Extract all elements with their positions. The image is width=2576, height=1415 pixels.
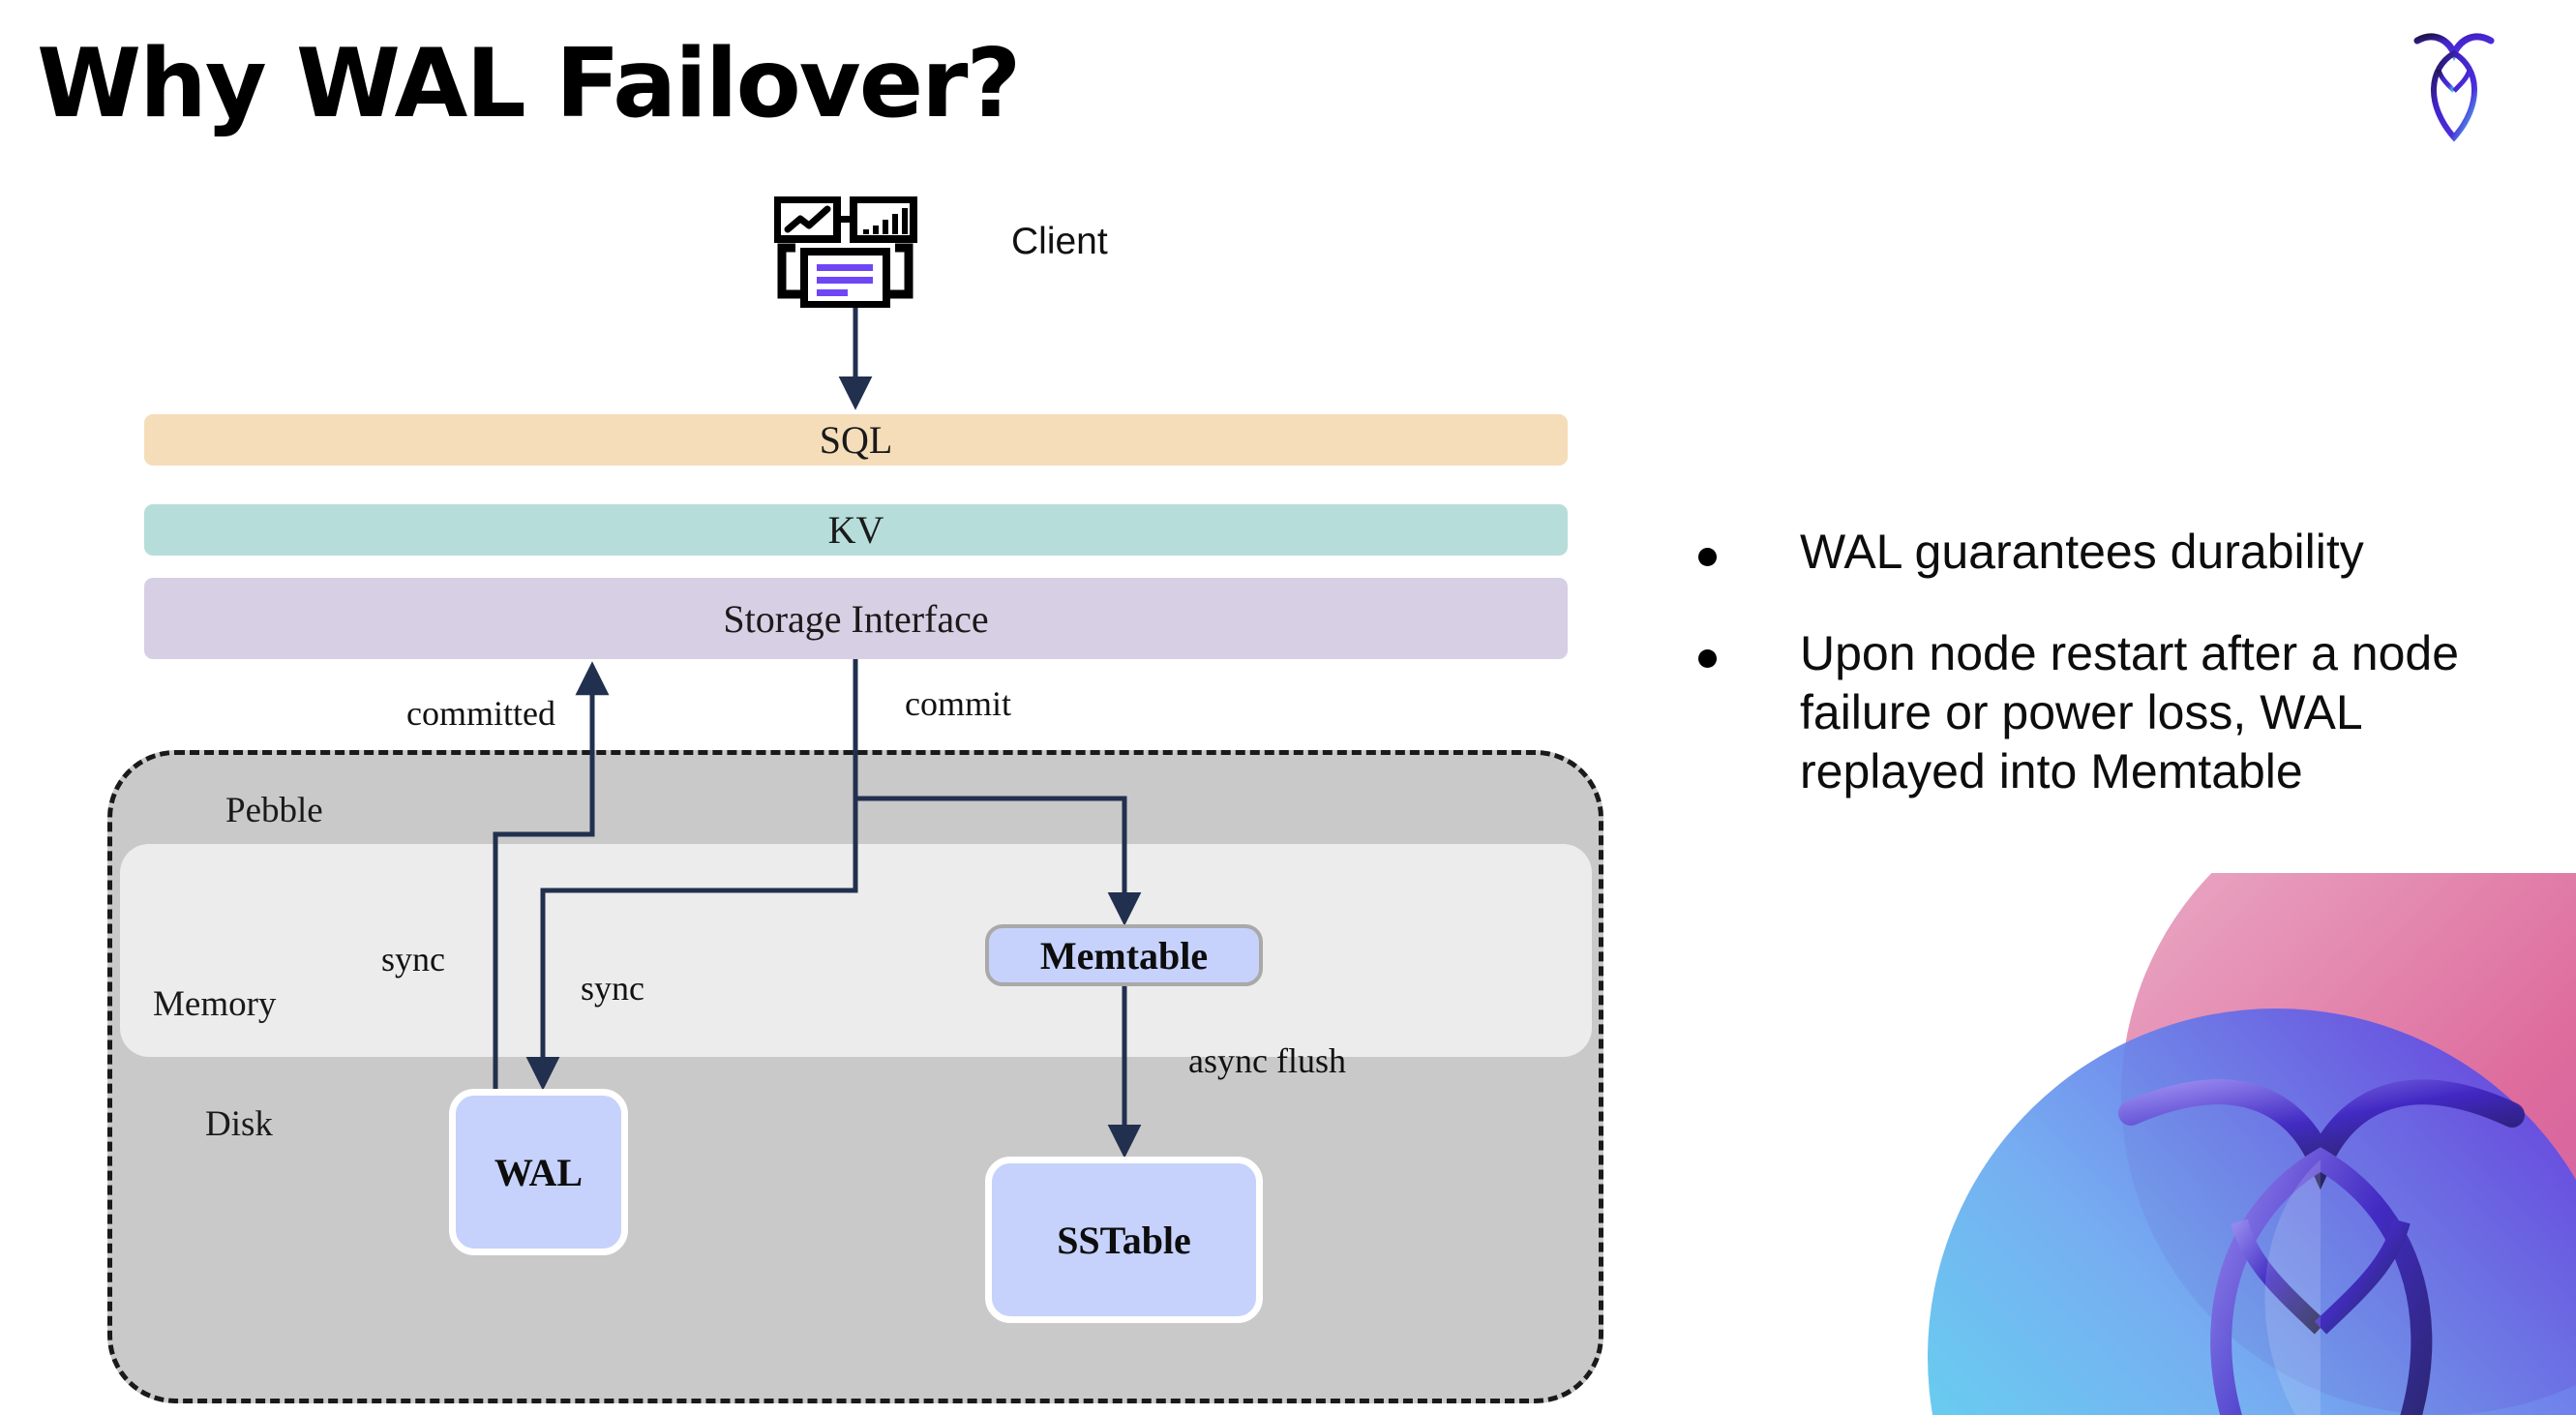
bullet-dot-icon bbox=[1698, 649, 1717, 668]
bullet-text: Upon node restart after a node failure o… bbox=[1800, 626, 2460, 798]
edge-label-committed: committed bbox=[406, 694, 555, 733]
client-label: Client bbox=[1011, 221, 1108, 262]
page-title: Why WAL Failover? bbox=[37, 29, 1021, 139]
layer-bar-sql: SQL bbox=[144, 414, 1568, 466]
node-sstable: SSTable bbox=[985, 1157, 1263, 1323]
layer-bar-kv: KV bbox=[144, 504, 1568, 556]
list-item: Upon node restart after a node failure o… bbox=[1698, 624, 2531, 801]
bullet-list: WAL guarantees durability Upon node rest… bbox=[1698, 523, 2531, 844]
bullet-dot-icon bbox=[1698, 548, 1717, 566]
edge-label-sync-1: sync bbox=[381, 940, 445, 978]
disk-label: Disk bbox=[205, 1104, 273, 1144]
node-label-wal: WAL bbox=[494, 1150, 584, 1194]
cockroachdb-logo bbox=[2408, 21, 2501, 147]
bullet-text: WAL guarantees durability bbox=[1800, 525, 2364, 579]
layer-label-storage-interface: Storage Interface bbox=[723, 596, 989, 641]
node-label-memtable: Memtable bbox=[1039, 933, 1209, 978]
node-memtable: Memtable bbox=[985, 924, 1263, 986]
edge-label-async-flush: async flush bbox=[1188, 1041, 1346, 1080]
layer-label-sql: SQL bbox=[819, 418, 893, 462]
memory-region bbox=[120, 844, 1592, 1057]
client-terminal-icon bbox=[773, 196, 929, 309]
list-item: WAL guarantees durability bbox=[1698, 523, 2531, 582]
edge-label-commit: commit bbox=[905, 684, 1011, 723]
pebble-label: Pebble bbox=[225, 791, 323, 830]
edge-label-sync-2: sync bbox=[581, 969, 644, 1008]
layer-bar-storage-interface: Storage Interface bbox=[144, 578, 1568, 659]
memory-label: Memory bbox=[153, 984, 277, 1024]
layer-label-kv: KV bbox=[827, 508, 884, 552]
node-wal: WAL bbox=[449, 1089, 628, 1255]
node-label-sstable: SSTable bbox=[1057, 1218, 1191, 1262]
gradient-circles-artwork bbox=[1841, 873, 2576, 1415]
